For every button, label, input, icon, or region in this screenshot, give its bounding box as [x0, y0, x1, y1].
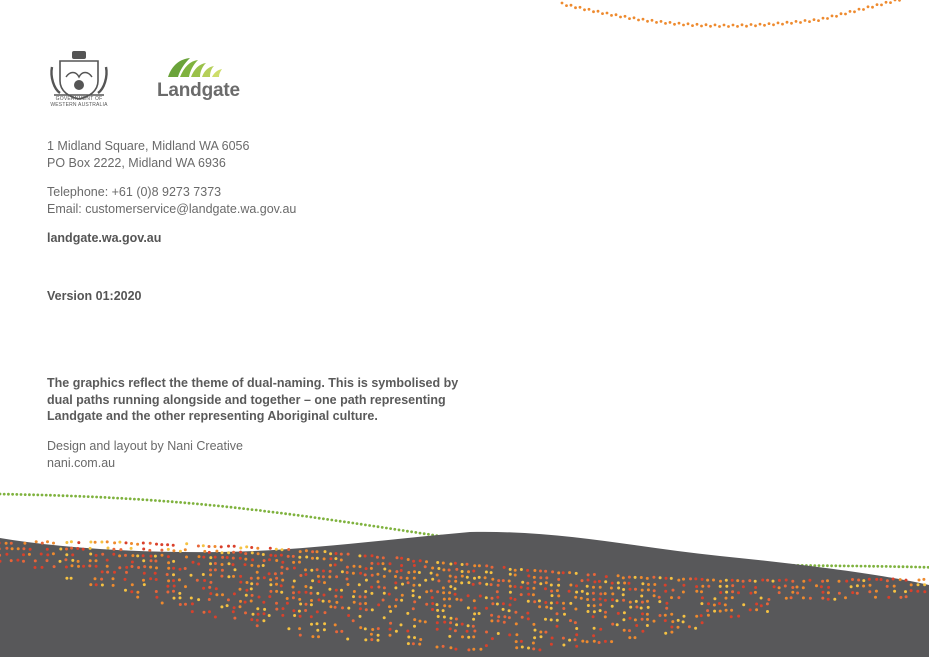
telephone-text: Telephone: +61 (0)8 9273 7373	[47, 185, 222, 199]
wa-govt-line2: WESTERN AUSTRALIA	[50, 102, 108, 108]
credits-block: Design and layout by Nani Creative nani.…	[47, 438, 243, 471]
landgate-stripes-icon	[168, 58, 222, 77]
wa-government-text: GOVERNMENT OF WESTERN AUSTRALIA	[44, 96, 114, 108]
graphics-note-line3: Landgate and the other representing Abor…	[47, 409, 378, 423]
credits-line2[interactable]: nani.com.au	[47, 455, 116, 470]
credits-line1: Design and layout by Nani Creative	[47, 439, 243, 453]
address-line2: PO Box 2222, Midland WA 6936	[47, 155, 226, 170]
email-text: Email: customerservice@landgate.wa.gov.a…	[47, 201, 297, 216]
wa-crest-icon	[50, 51, 108, 100]
address-line1: 1 Midland Square, Midland WA 6056	[47, 139, 250, 153]
website-link[interactable]: landgate.wa.gov.au	[47, 231, 162, 245]
graphics-note-line2: dual paths running alongside and togethe…	[47, 392, 446, 407]
wa-govt-line1: GOVERNMENT OF	[55, 96, 103, 102]
graphics-note: The graphics reflect the theme of dual-n…	[47, 375, 487, 425]
band-dot-pattern	[0, 540, 927, 652]
contact-block: Telephone: +61 (0)8 9273 7373 Email: cus…	[47, 184, 296, 217]
graphics-note-line1: The graphics reflect the theme of dual-n…	[47, 376, 459, 390]
landgate-wordmark: Landgate	[157, 80, 240, 101]
top-orange-dot-path	[560, 0, 901, 28]
version-text: Version 01:2020	[47, 289, 142, 303]
grey-landscape-band	[0, 531, 929, 657]
address-block: 1 Midland Square, Midland WA 6056 PO Box…	[47, 138, 249, 171]
